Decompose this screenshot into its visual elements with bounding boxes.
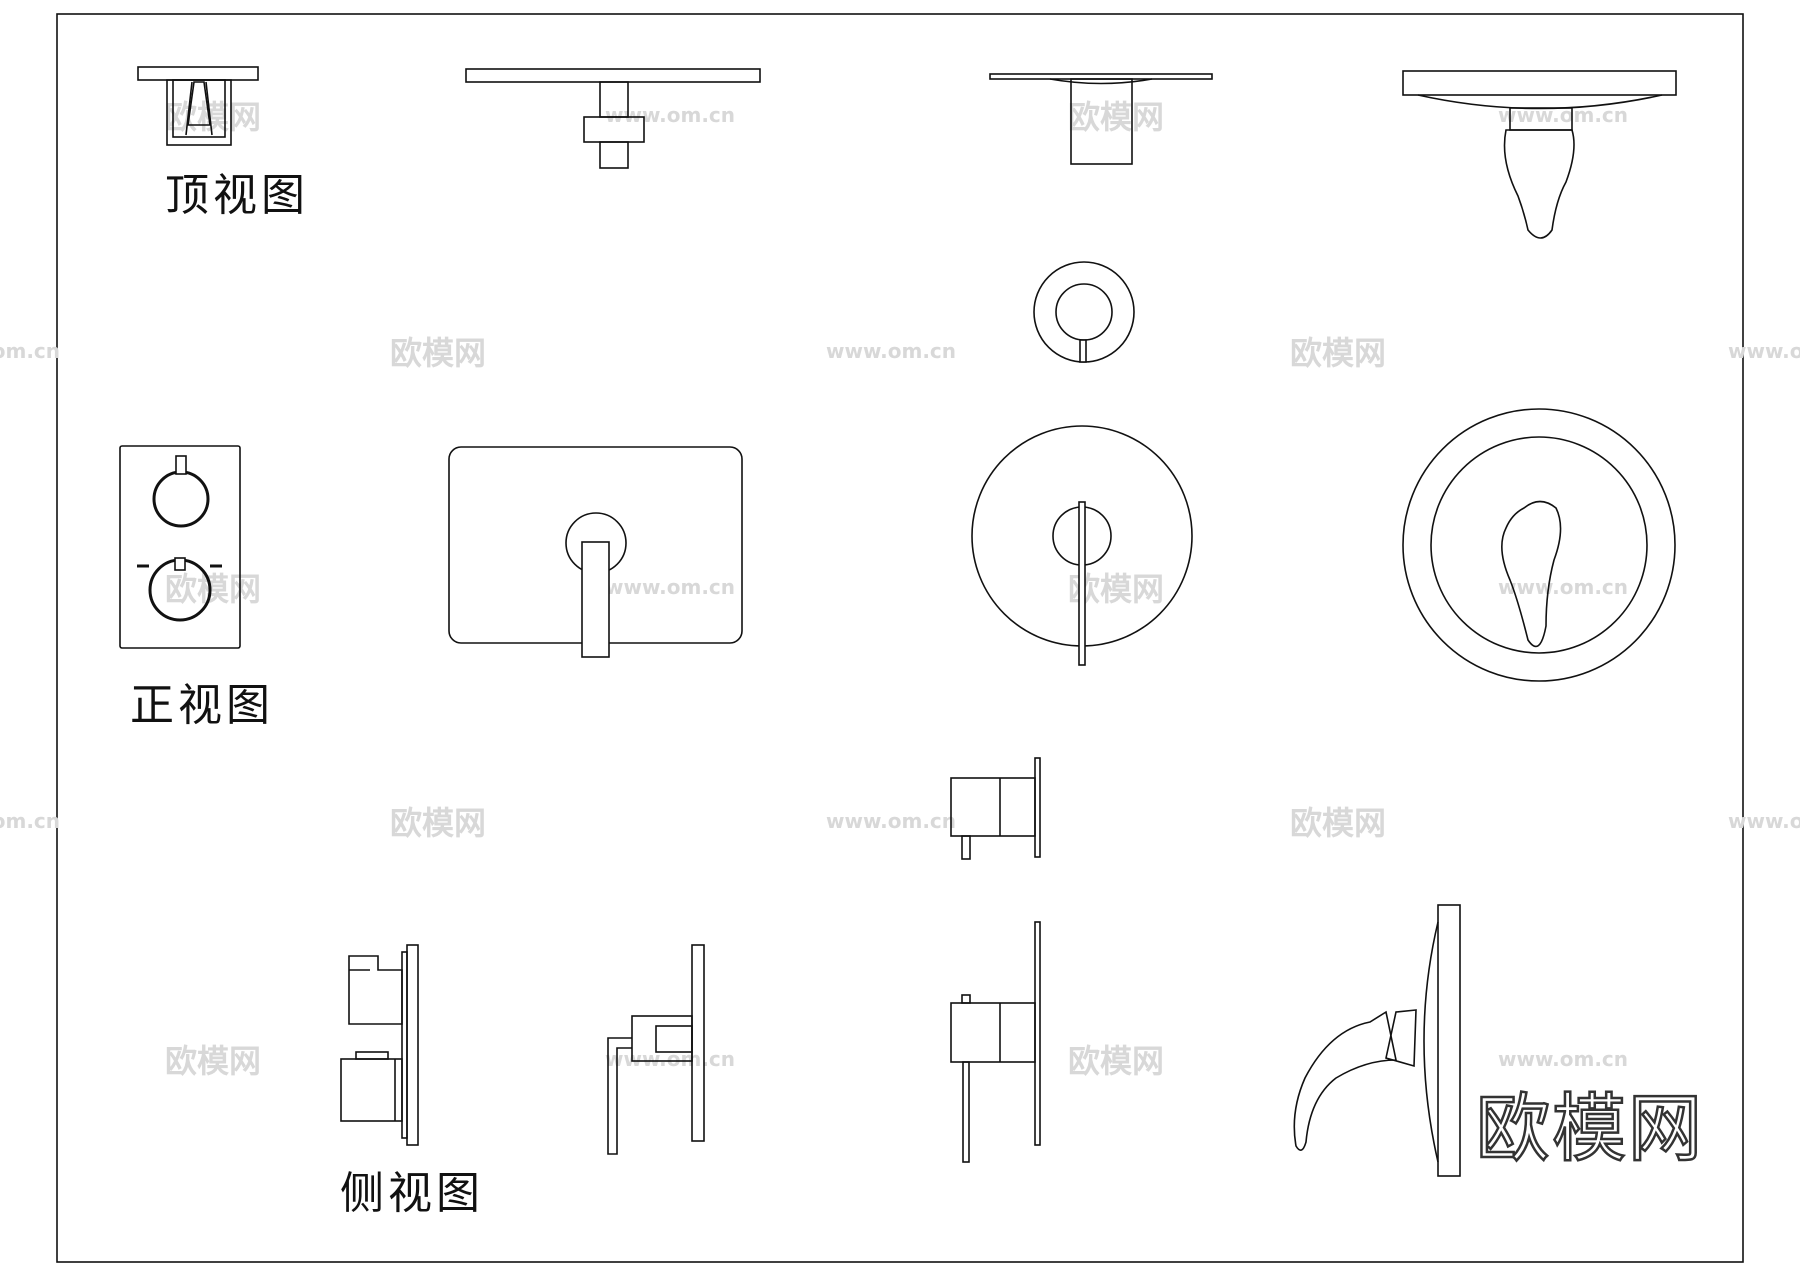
side-view-thermostatic [340, 944, 419, 1146]
watermark-url: www.om.cn [0, 339, 60, 363]
label-front-view: 正视图 [130, 680, 274, 731]
side-view-round-lever [950, 921, 1041, 1163]
front-view-round-escutcheon-lever [971, 425, 1193, 666]
watermark-url: www.om.cn [1498, 103, 1628, 127]
watermark-url: www.om.cn [826, 339, 956, 363]
watermark-url: www.om.cn [605, 575, 735, 599]
side-view-rectangular-lever [607, 944, 705, 1155]
watermark-url: www.om.cn [605, 103, 735, 127]
watermark-brand: 欧模网 [390, 334, 486, 372]
front-view-rectangular-panel [448, 446, 743, 658]
watermark-brand: 欧模网 [165, 1042, 261, 1080]
watermark-url: www.om.cn [0, 809, 60, 833]
front-view-thermostatic-panel [119, 445, 241, 649]
watermark-url: www.om.cn [1728, 809, 1800, 833]
brand-logo: 欧模网 [1476, 1086, 1704, 1172]
top-view-curved-handle-valve [1402, 70, 1677, 239]
watermark-layer: 欧模网 www.om.cn 欧模网 www.om.cn www.om.cn 欧模… [0, 98, 1800, 1080]
watermark-brand: 欧模网 [390, 804, 486, 842]
watermark-url: www.om.cn [826, 809, 956, 833]
front-view-small-round-escutcheon [1033, 261, 1135, 363]
watermark-brand: 欧模网 [1290, 804, 1386, 842]
sheet-border [56, 13, 1744, 1263]
label-side-view: 侧视图 [340, 1168, 484, 1219]
watermark-brand: 欧模网 [165, 98, 261, 136]
watermark-url: www.om.cn [1498, 1047, 1628, 1071]
watermark-brand: 欧模网 [165, 570, 261, 608]
top-view-round-lever-valve [989, 73, 1213, 165]
top-view-rectangular-valve [465, 68, 761, 169]
watermark-brand: 欧模网 [1290, 334, 1386, 372]
top-view-thermostatic-valve [137, 66, 259, 146]
watermark-url: www.om.cn [1728, 339, 1800, 363]
side-view-small-valve [950, 757, 1041, 860]
watermark-brand: 欧模网 [1068, 1042, 1164, 1080]
label-top-view: 顶视图 [165, 170, 309, 221]
watermark-url: www.om.cn [605, 1047, 735, 1071]
watermark-url: www.om.cn [1498, 575, 1628, 599]
watermark-brand: 欧模网 [1068, 98, 1164, 136]
front-view-round-escutcheon-curved-handle [1402, 408, 1676, 682]
side-view-curved-handle [1293, 904, 1461, 1177]
